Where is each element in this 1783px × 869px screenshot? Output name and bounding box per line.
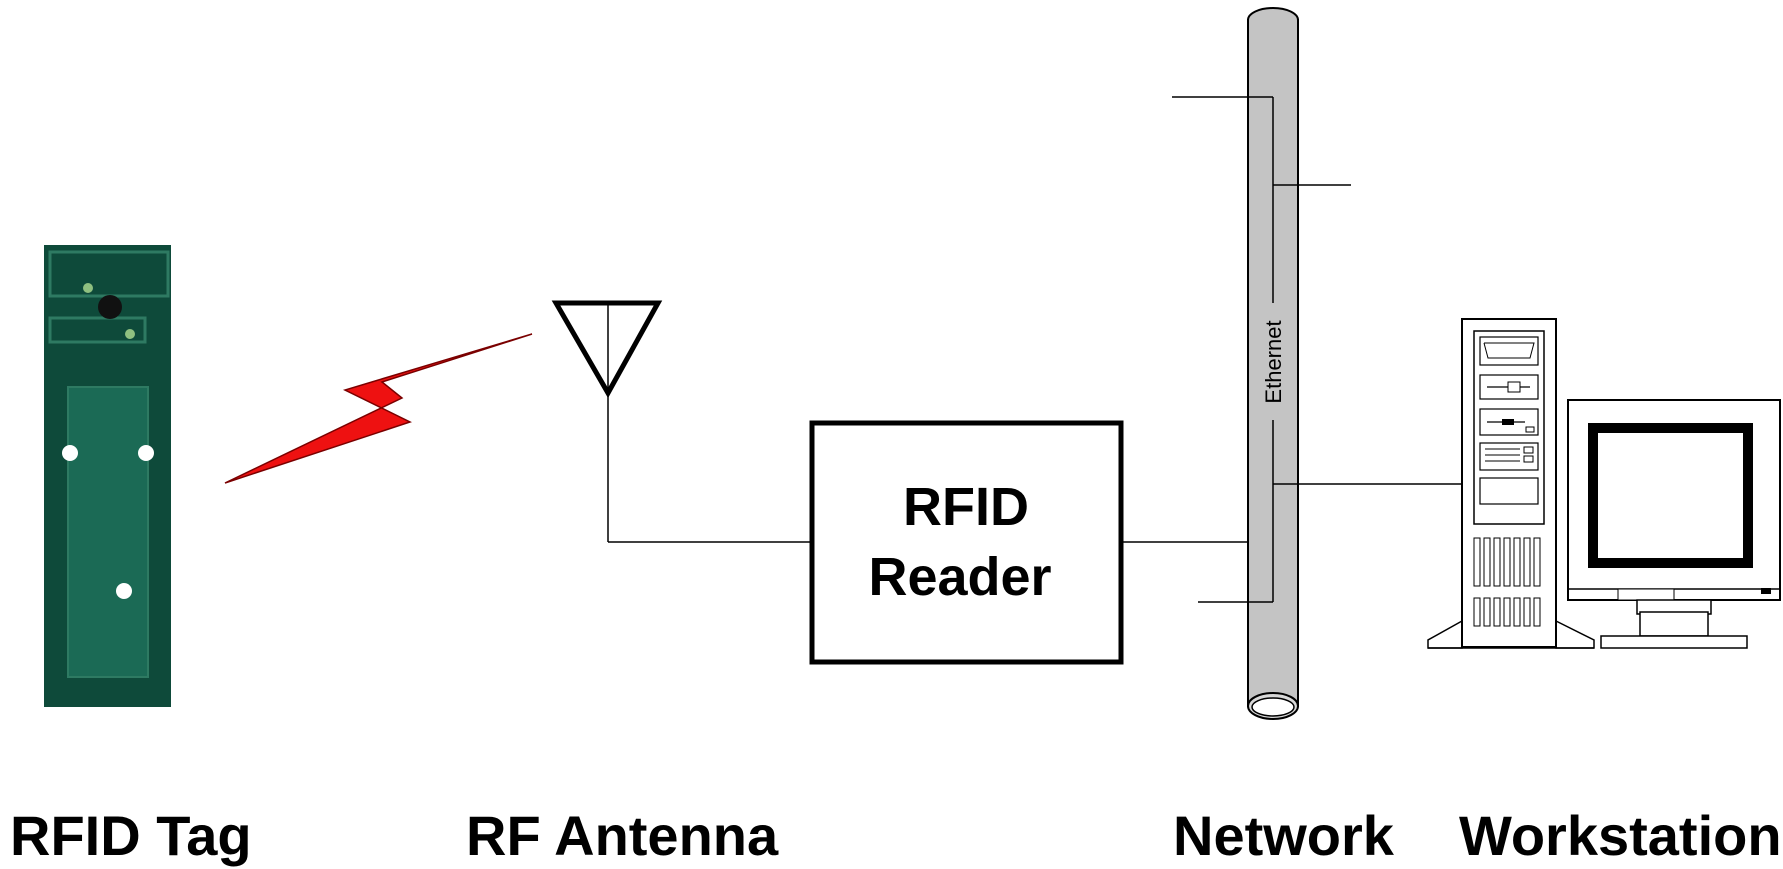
reader-label-line2: Reader: [868, 547, 1051, 607]
tower-drive-bay-4-button-1: [1523, 446, 1534, 454]
rf-antenna: [551, 300, 812, 543]
rfid-tag: [44, 245, 171, 707]
tag-led-1: [83, 283, 93, 293]
tag-led-2: [125, 329, 135, 339]
tower-vent-slot: [1493, 537, 1501, 587]
tower-vent-slot: [1503, 537, 1511, 587]
tag-mid-trace: [48, 316, 147, 344]
tower-vent-slot: [1513, 537, 1521, 587]
tower-drive-bay-2-button: [1507, 381, 1521, 393]
monitor-power-button: [1761, 588, 1771, 594]
tower-vent-slot: [1493, 597, 1501, 627]
tag-chip: [98, 295, 122, 319]
tower-vent-slot: [1473, 597, 1481, 627]
tower-drive-bay-4-button-2: [1523, 455, 1534, 463]
reader-label-line1: RFID: [903, 477, 1029, 537]
rf-signal-bolt: [224, 333, 533, 484]
tower-vent-slot: [1483, 537, 1491, 587]
tower-drive-bay-1: [1479, 336, 1539, 366]
tag-hole-2: [138, 445, 154, 461]
caption-workstation: Workstation: [1459, 804, 1782, 867]
tower-left-foot: [1427, 619, 1463, 649]
tower-drive-bay-1-detail: [1483, 342, 1535, 359]
tower-vent-slot: [1513, 597, 1521, 627]
workstation: [1427, 318, 1781, 649]
tower-vent-slot: [1483, 597, 1491, 627]
tag-hole-1: [62, 445, 78, 461]
ethernet-bus: Ethernet: [1172, 7, 1462, 720]
tower-drive-bay-5: [1479, 477, 1539, 505]
reader-box: [809, 420, 1124, 665]
caption-rf-antenna: RF Antenna: [466, 804, 779, 867]
tower-right-foot: [1555, 619, 1595, 649]
monitor-base: [1600, 635, 1748, 649]
antenna-triangle-icon: [551, 300, 663, 399]
tower-vent-slot: [1473, 537, 1481, 587]
tower-vent-slot: [1533, 537, 1541, 587]
caption-rfid-tag: RFID Tag: [10, 804, 252, 867]
tower-vent-slot: [1533, 597, 1541, 627]
ethernet-pipe-bottom-inner: [1251, 697, 1295, 717]
tag-antenna-panel: [67, 386, 149, 678]
tower-vent-slot: [1523, 597, 1531, 627]
ethernet-label: Ethernet: [1261, 320, 1286, 403]
tower-vent-slot: [1523, 537, 1531, 587]
monitor-screen: [1588, 423, 1753, 568]
rfid-reader: RFID Reader: [809, 420, 1124, 665]
monitor-icon: [1567, 399, 1781, 649]
tower-vent-slot: [1503, 597, 1511, 627]
tower-drive-bay-3-led: [1502, 419, 1514, 425]
tag-hole-3: [116, 583, 132, 599]
computer-tower-icon: [1427, 318, 1595, 649]
monitor-badge: [1617, 588, 1675, 601]
tower-drive-bay-3-button: [1525, 426, 1535, 433]
monitor-neck-column: [1639, 611, 1709, 637]
caption-network: Network: [1173, 804, 1395, 867]
tower-vent-grille: [1473, 537, 1541, 627]
